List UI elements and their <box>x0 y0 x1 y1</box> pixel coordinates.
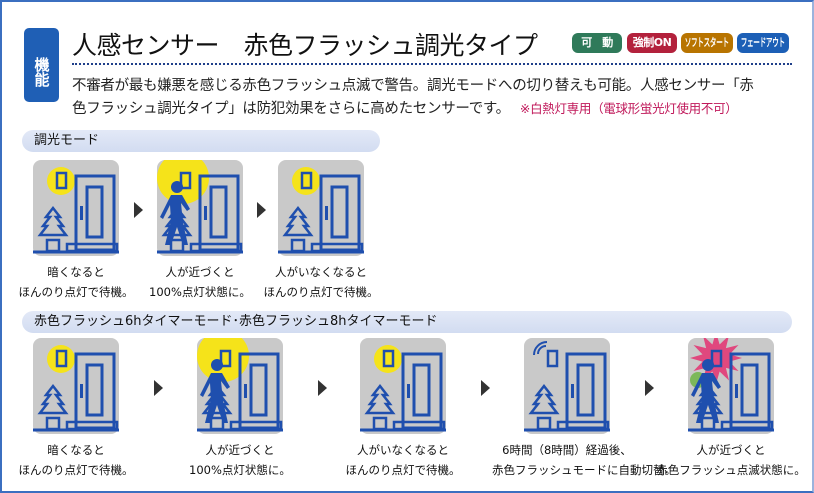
light-glow <box>374 345 402 373</box>
step-caption: 暗くなるとほんのり点灯で待機。 <box>1 440 151 480</box>
scene-large-light-person <box>157 152 243 256</box>
person <box>200 359 230 423</box>
section-title-flash-timer: 赤色フラッシュ6hタイマーモード･赤色フラッシュ8hタイマーモード <box>22 311 792 333</box>
badge-fade-out: フェードアウト <box>737 33 789 53</box>
warning-note: ※白熱灯専用（電球形蛍光灯使用不可） <box>519 101 738 116</box>
caption-line-1: 人がいなくなると <box>275 265 367 279</box>
step-caption: 人が近づくと赤色フラッシュ点滅状態に。 <box>656 440 806 480</box>
caption-line-1: 人が近づくと <box>165 265 235 279</box>
scene-large-light-person <box>197 330 283 434</box>
light-fixture <box>382 349 395 368</box>
scene-small-light <box>33 338 119 434</box>
light-glow <box>157 152 209 204</box>
light-glow <box>197 330 249 382</box>
arrow-right-icon <box>481 380 490 396</box>
caption-line-2: 赤色フラッシュモードに自動切替。 <box>492 463 676 477</box>
person <box>160 181 190 245</box>
caption-line-2: 100%点灯状態に。 <box>189 463 291 477</box>
caption-line-2: 赤色フラッシュ点滅状態に。 <box>656 463 806 477</box>
description-line-1: 不審者が最も嫌悪を感じる赤色フラッシュ点滅で警告。調光モードへの切り替えも可能。… <box>72 78 754 94</box>
tree <box>528 383 560 415</box>
arrow-right-icon <box>154 380 163 396</box>
scene-small-light <box>278 160 364 256</box>
feature-tag: 機能 <box>24 28 59 102</box>
tree <box>282 205 314 237</box>
description-line-2: 色フラッシュ調光タイプ」は防犯効果をさらに高めたセンサーです。 ※白熱灯専用（電球… <box>72 97 738 118</box>
badge-fade-out-label: フェードアウト <box>740 36 786 49</box>
caption-line-1: 人がいなくなると <box>357 443 449 457</box>
step-caption: 暗くなるとほんのり点灯で待機。 <box>1 262 151 302</box>
badge-soft-start: ソフトスタート <box>681 33 733 53</box>
light-fixture <box>219 349 232 368</box>
caption-line-2: ほんのり点灯で待機。 <box>18 463 134 477</box>
step-caption: 人が近づくと 100%点灯状態に。 <box>125 262 275 302</box>
caption-line-1: 暗くなると <box>47 443 105 457</box>
step-caption: 人がいなくなるとほんのり点灯で待機。 <box>246 262 396 302</box>
caption-line-1: 暗くなると <box>47 265 105 279</box>
caption-line-2: ほんのり点灯で待機。 <box>263 285 379 299</box>
light-fixture <box>710 349 723 368</box>
scene-small-light <box>360 338 446 434</box>
caption-line-1: 6時間（8時間）経過後、 <box>502 443 632 457</box>
person <box>691 359 721 423</box>
badge-movable: 可 動 <box>572 33 622 53</box>
light-fixture <box>55 349 68 368</box>
badge-soft-start-label: ソフトスタート <box>684 36 730 49</box>
description-text: 色フラッシュ調光タイプ」は防犯効果をさらに高めたセンサーです。 <box>72 101 510 117</box>
caption-line-1: 人が近づくと <box>205 443 275 457</box>
scene-signal-off <box>524 338 610 434</box>
arrow-right-icon <box>134 202 143 218</box>
light-glow <box>47 345 75 373</box>
section-title-dimming: 調光モード <box>22 130 380 152</box>
light-fixture <box>179 171 192 190</box>
arrow-right-icon <box>317 380 327 396</box>
step-caption: 人がいなくなるとほんのり点灯で待機。 <box>328 440 478 480</box>
tree <box>364 383 396 415</box>
badge-force-on: 強制ON <box>627 33 677 53</box>
tree <box>37 383 69 415</box>
red-flash <box>690 332 742 384</box>
caption-line-2: 100%点灯状態に。 <box>149 285 251 299</box>
light-fixture <box>546 349 559 368</box>
page-title: 人感センサー 赤色フラッシュ調光タイプ <box>72 31 538 60</box>
light-fixture <box>55 171 68 190</box>
step-caption: 6時間（8時間）経過後、赤色フラッシュモードに自動切替。 <box>492 440 676 480</box>
signal-icon <box>533 341 548 356</box>
caption-line-1: 人が近づくと <box>696 443 766 457</box>
arrow-right-icon <box>645 380 654 396</box>
title-divider <box>72 63 792 65</box>
caption-line-2: ほんのり点灯で待機。 <box>18 285 134 299</box>
light-fixture <box>300 171 313 190</box>
scene-small-light <box>33 160 119 256</box>
caption-line-2: ほんのり点灯で待機。 <box>345 463 461 477</box>
step-caption: 人が近づくと 100%点灯状態に。 <box>165 440 315 480</box>
light-glow <box>292 167 320 195</box>
scene-flash-intruder <box>688 332 774 434</box>
tree <box>37 205 69 237</box>
arrow-right-icon <box>256 202 266 218</box>
light-glow <box>47 167 75 195</box>
